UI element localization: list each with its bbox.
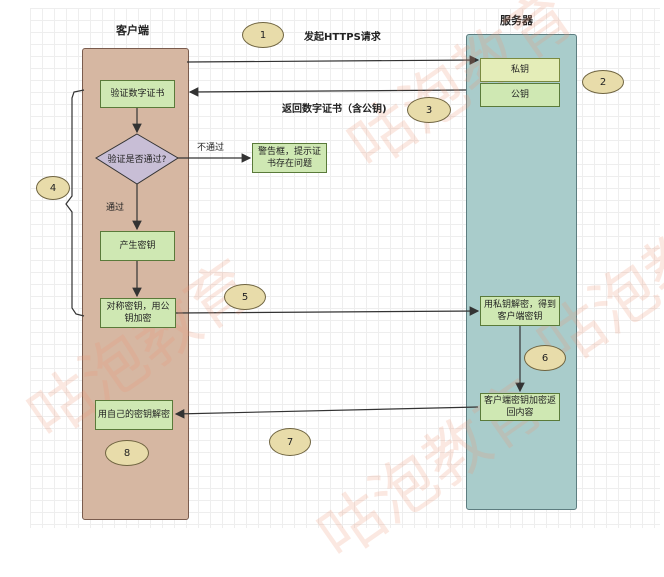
arrow-return-content <box>174 406 479 419</box>
arrow-return-cert <box>188 87 467 97</box>
encrypt-key-box: 对称密钥，用公钥加密 <box>100 298 176 328</box>
server-lane <box>466 34 577 510</box>
decision-label: 验证是否通过? <box>107 154 167 165</box>
verify-cert-box: 验证数字证书 <box>100 80 175 108</box>
warning-box: 警告框，提示证书存在问题 <box>252 143 327 173</box>
server-encrypt-box: 客户端密钥加密返回内容 <box>480 393 560 421</box>
bracket-step-4 <box>65 89 85 317</box>
server-lane-title: 服务器 <box>500 14 533 27</box>
step-circle-4: 4 <box>36 176 70 200</box>
step-circle-1: 1 <box>242 22 284 48</box>
step-circle-3: 3 <box>407 97 451 123</box>
public-key-box: 公钥 <box>480 83 560 107</box>
private-key-box: 私钥 <box>480 58 560 82</box>
client-lane-title: 客户端 <box>116 24 149 37</box>
arrow-request <box>186 55 480 65</box>
connectors <box>65 55 525 419</box>
step-circle-8: 8 <box>105 440 149 466</box>
message-request: 发起HTTPS请求 <box>304 32 381 43</box>
step-circle-6: 6 <box>524 345 566 371</box>
diagram-canvas: 客户端 服务器 咕泡教育 咕泡教育 咕泡教育 咕泡教育 <box>15 0 664 575</box>
step-circle-7: 7 <box>269 428 311 456</box>
branch-fail-label: 不通过 <box>197 143 225 153</box>
step-circle-2: 2 <box>582 70 624 94</box>
arrow-send-key <box>175 306 480 316</box>
decrypt-content-box: 用自己的密钥解密 <box>95 400 173 430</box>
decision-diamond <box>95 133 179 185</box>
server-decrypt-box: 用私钥解密，得到客户端密钥 <box>480 296 560 326</box>
step-circle-5: 5 <box>224 284 266 310</box>
message-return-cert: 返回数字证书（含公钥) <box>282 104 387 115</box>
generate-key-box: 产生密钥 <box>100 231 175 261</box>
branch-pass-label: 通过 <box>106 203 125 213</box>
